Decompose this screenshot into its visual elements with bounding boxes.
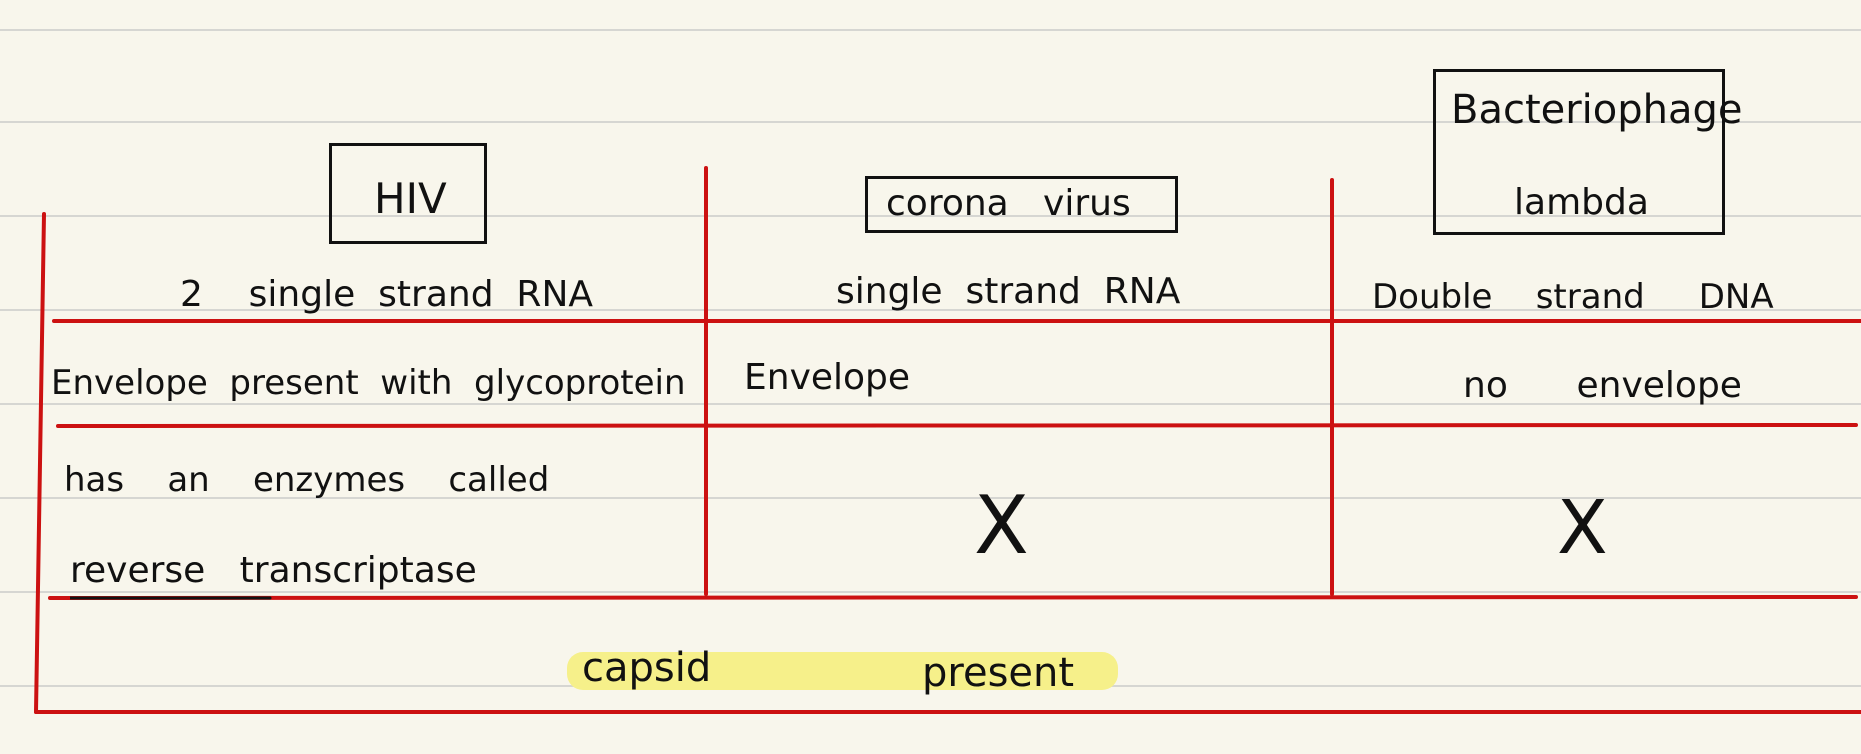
- hiv-header: HIV: [374, 174, 447, 223]
- hiv-enzyme-line2: reverse transcriptase: [70, 550, 477, 591]
- table-left-border: [34, 212, 46, 714]
- row-divider-2: [56, 423, 1858, 428]
- phage-enzyme-cross: X: [1557, 485, 1608, 571]
- hiv-enzyme-underline: [70, 596, 272, 600]
- phage-genome: Double strand DNA: [1372, 277, 1774, 317]
- hiv-envelope: Envelope present with glycoprotein: [51, 363, 686, 403]
- hiv-genome: 2 single strand RNA: [180, 274, 593, 315]
- phage-header-line2: lambda: [1514, 182, 1649, 223]
- present-word: present: [922, 650, 1075, 696]
- phage-envelope: no envelope: [1463, 365, 1742, 406]
- phage-header-line1: Bacteriophage: [1451, 87, 1743, 133]
- ruled-lines: [0, 29, 1861, 687]
- table-grid: [34, 166, 1861, 714]
- corona-enzyme-cross: X: [974, 479, 1029, 572]
- row-divider-3: [48, 595, 1858, 600]
- corona-header: corona virus: [886, 183, 1131, 224]
- capsid-highlight: [567, 652, 1118, 690]
- phage-header-box: [1433, 69, 1725, 235]
- corona-header-box: [865, 176, 1178, 233]
- hiv-header-box: [329, 143, 487, 244]
- corona-envelope: Envelope: [744, 357, 911, 398]
- capsid-word: capsid: [582, 645, 712, 691]
- corona-genome: single strand RNA: [836, 271, 1181, 312]
- hiv-enzyme-line1: has an enzymes called: [64, 460, 550, 500]
